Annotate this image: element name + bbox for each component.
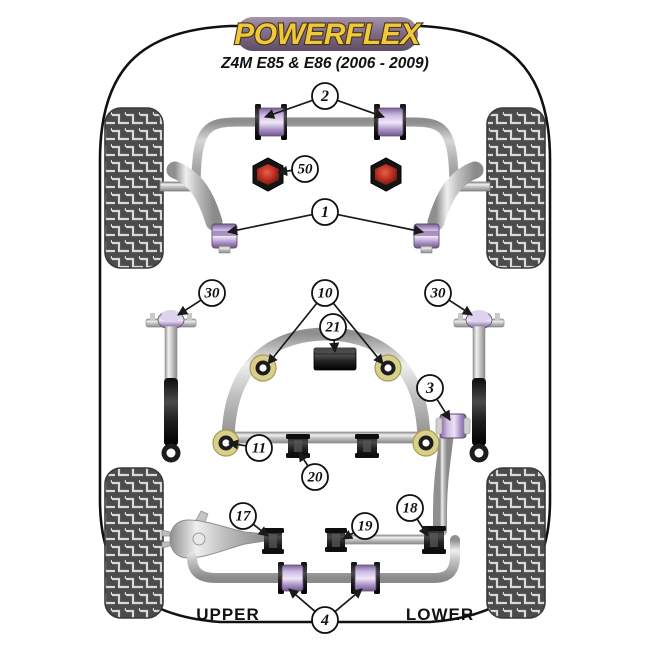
- callout-50[interactable]: 50: [276, 155, 319, 183]
- tyres-group: [104, 107, 546, 619]
- rear-subframe-bush-rear-right: [412, 429, 440, 457]
- callout-bubble[interactable]: [291, 155, 319, 183]
- callout-bubble[interactable]: [229, 502, 257, 530]
- front-right-tyre: [486, 107, 546, 269]
- rear-track-control-arm-outer-bush: [422, 526, 446, 554]
- callout-bubble[interactable]: [198, 279, 226, 307]
- rear-subframe-bush-rear-left: [212, 429, 240, 457]
- position-label: UPPER: [196, 605, 260, 624]
- rear-subframe-bush-front-left: [249, 354, 277, 382]
- callout-bubble[interactable]: [311, 279, 339, 307]
- callout-number: 4: [320, 612, 329, 629]
- callout-bubble[interactable]: [311, 82, 339, 110]
- callout-20[interactable]: 20: [298, 451, 329, 491]
- callout-11[interactable]: 11: [227, 434, 273, 462]
- callout-number: 30: [430, 286, 447, 302]
- callout-number: 19: [358, 519, 374, 535]
- callout-number: 20: [307, 470, 324, 486]
- rear-anti-roll-bar: [187, 535, 460, 583]
- callout-number: 1: [321, 204, 329, 221]
- callout-17[interactable]: 17: [229, 502, 269, 537]
- callout-leader-line: [338, 213, 424, 236]
- callout-3[interactable]: 3: [416, 374, 451, 421]
- front-anti-roll-bar-bush-right: [374, 104, 406, 140]
- callout-leader-line: [329, 340, 340, 354]
- callout-layer: 2 50 1 30 30 10 21 3 11 20 17 19 18 4: [177, 82, 473, 634]
- callout-bubble[interactable]: [396, 494, 424, 522]
- callout-bubble[interactable]: [245, 434, 273, 462]
- rear-anti-roll-bar-bush-left: [278, 562, 307, 594]
- callout-19[interactable]: 19: [342, 512, 379, 540]
- callout-2[interactable]: 2: [264, 82, 385, 119]
- callout-leader-line: [276, 165, 292, 177]
- callout-number: 50: [298, 162, 314, 178]
- rear-trailing-arm: [433, 425, 454, 537]
- callout-leader-line: [448, 299, 473, 316]
- front-left-tyre: [104, 107, 164, 269]
- callout-leader-line: [227, 213, 312, 236]
- front-anti-roll-bar: [191, 117, 459, 193]
- rear-track-control-arm: [339, 534, 433, 545]
- callout-number: 18: [403, 501, 419, 517]
- callout-number: 30: [204, 286, 221, 302]
- callout-number: 10: [318, 286, 334, 302]
- rear-subframe-centre-bush-right: [355, 434, 379, 458]
- rear-diff-mount-bush: [313, 347, 357, 371]
- callout-leader-line: [267, 302, 318, 365]
- callout-leader-line: [436, 398, 451, 421]
- callout-leader-line: [416, 518, 429, 537]
- callout-leader-line: [264, 99, 313, 119]
- callout-leader-line: [332, 302, 384, 365]
- callout-number: 11: [252, 441, 266, 457]
- callout-30-left[interactable]: 30: [177, 279, 226, 316]
- callout-bubble[interactable]: [319, 313, 347, 341]
- callout-leader-line: [253, 523, 269, 537]
- callout-leader-line: [342, 529, 354, 540]
- callout-number: 21: [325, 320, 341, 336]
- callout-bubble[interactable]: [351, 512, 379, 540]
- logo-text: POWERFLEX: [234, 18, 422, 51]
- callout-number: 2: [320, 88, 329, 105]
- rear-track-control-arm-inner-bush: [325, 528, 347, 552]
- powerflex-logo: POWERFLEX: [233, 17, 424, 52]
- callout-leader-line: [288, 588, 316, 612]
- front-wishbone-left: [166, 161, 223, 231]
- rear-anti-roll-bar-bush-right: [351, 562, 380, 594]
- model-subtitle: Z4M E85 & E86 (2006 - 2009): [220, 55, 429, 72]
- callout-1[interactable]: 1: [227, 198, 424, 236]
- callout-number: 17: [236, 509, 252, 525]
- callout-18[interactable]: 18: [396, 494, 429, 537]
- callout-bubble[interactable]: [424, 279, 452, 307]
- callout-bubble[interactable]: [311, 198, 339, 226]
- callout-leader-line: [298, 451, 309, 467]
- rear-right-tyre: [486, 467, 546, 619]
- rear-shock-absorber-left: [145, 310, 197, 463]
- position-label: LOWER: [406, 605, 474, 624]
- jacking-point-pad-right: [370, 157, 402, 192]
- callout-30-right[interactable]: 30: [424, 279, 473, 316]
- rear-upper-arm-outer-bush: [262, 528, 284, 554]
- rear-shock-absorber-right: [453, 310, 505, 463]
- callout-bubble[interactable]: [416, 374, 444, 402]
- callout-number: 3: [425, 380, 434, 397]
- callout-leader-line: [227, 439, 246, 450]
- callout-21[interactable]: 21: [319, 313, 347, 354]
- callout-10[interactable]: 10: [267, 279, 384, 365]
- callout-leader-line: [337, 99, 385, 119]
- callout-bubble[interactable]: [311, 606, 339, 634]
- rear-trailing-arm-bush: [435, 413, 471, 439]
- rear-left-tyre: [104, 467, 164, 619]
- position-label-layer: UPPER LOWER: [196, 605, 474, 624]
- front-anti-roll-bar-bush-left: [255, 104, 287, 140]
- rear-subframe-centre-bush-left: [286, 434, 310, 458]
- callout-4[interactable]: 4: [288, 588, 363, 634]
- callout-leader-line: [177, 299, 202, 316]
- front-wishbone-right: [427, 161, 484, 231]
- callout-leader-line: [334, 588, 363, 612]
- callout-bubble[interactable]: [301, 463, 329, 491]
- jacking-point-pad-left: [252, 157, 284, 192]
